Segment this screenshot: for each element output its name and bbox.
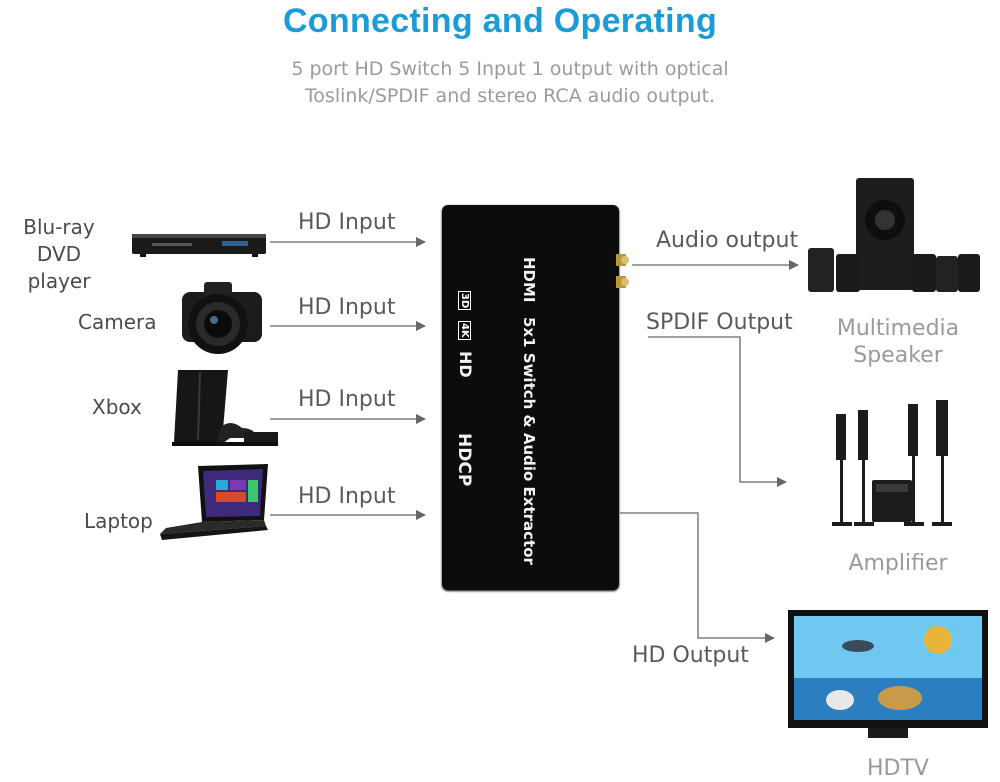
hdtv-icon bbox=[788, 610, 988, 738]
camera-icon bbox=[182, 282, 262, 354]
badge-hd: HD bbox=[456, 351, 475, 378]
spdif-output-label: SPDIF Output bbox=[646, 310, 793, 335]
source-xbox-label: Xbox bbox=[92, 395, 142, 419]
amplifier-label: Amplifier bbox=[848, 551, 948, 576]
subtitle-line-1: 5 port HD Switch 5 Input 1 output with o… bbox=[291, 58, 729, 80]
hd-output-arrow bbox=[620, 512, 775, 643]
subtitle-line-2: Toslink/SPDIF and stereo RCA audio outpu… bbox=[304, 85, 716, 107]
rca-jacks-icon bbox=[616, 254, 629, 288]
source-bluray-label: Blu-ray DVD player bbox=[23, 215, 95, 293]
audio-output-label: Audio output bbox=[656, 228, 799, 253]
hdmi-switch-device: HDMI 5x1 Switch & Audio Extractor 3D 4K … bbox=[442, 205, 619, 590]
badge-4k: 4K bbox=[458, 321, 471, 340]
multimedia-speaker-icon bbox=[808, 178, 980, 292]
input-label-camera: HD Input bbox=[298, 295, 396, 320]
diagram-subtitle: 5 port HD Switch 5 Input 1 output with o… bbox=[250, 56, 770, 110]
diagram-title: Connecting and Operating bbox=[282, 2, 718, 40]
input-label-xbox: HD Input bbox=[298, 387, 396, 412]
spdif-output-arrow bbox=[648, 336, 787, 487]
hdcp-logo: HDCP bbox=[454, 433, 474, 487]
hd-output-label: HD Output bbox=[632, 643, 749, 668]
device-label-hdmi: HDMI bbox=[520, 257, 538, 303]
amplifier-speakers-icon bbox=[832, 400, 952, 526]
input-label-laptop: HD Input bbox=[298, 484, 396, 509]
source-camera-label: Camera bbox=[78, 310, 157, 334]
speaker-label: Multimedia Speaker bbox=[836, 316, 960, 368]
input-label-bluray: HD Input bbox=[298, 210, 396, 235]
console-icon bbox=[172, 370, 278, 446]
source-laptop-label: Laptop bbox=[84, 509, 153, 533]
device-label-model: 5x1 Switch & Audio Extractor bbox=[520, 317, 538, 565]
bluray-player-icon bbox=[132, 234, 266, 257]
badge-3d: 3D bbox=[458, 291, 471, 311]
laptop-icon bbox=[160, 464, 268, 540]
hdtv-label: HDTV bbox=[867, 756, 929, 781]
